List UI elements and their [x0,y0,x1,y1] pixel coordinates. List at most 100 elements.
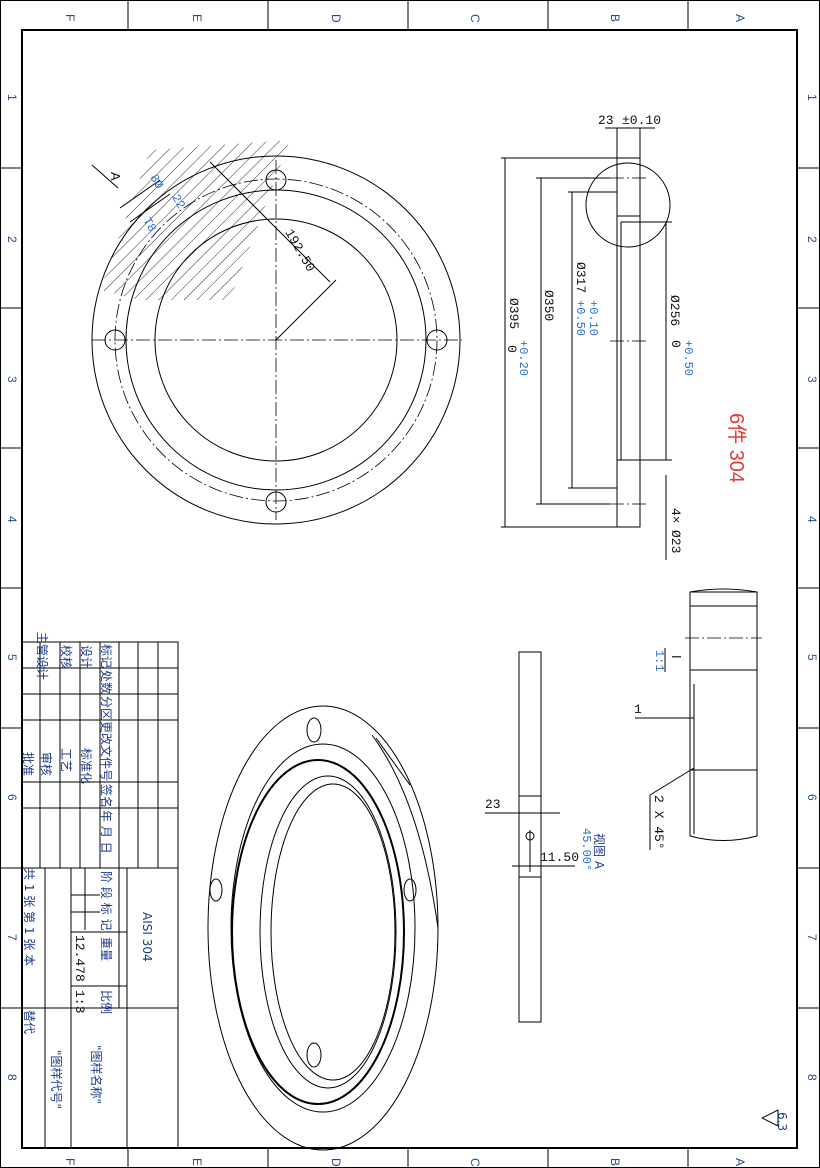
tb-mark: 标记 [99,644,113,668]
zone-row-label: 3 [5,376,19,383]
tb-chief-design: 主管设计 [35,632,50,680]
detail-callout-circle [585,162,671,248]
surface-roughness-symbol: 6.3 [761,1109,789,1131]
zone-col-label: D [329,1158,343,1167]
zone-row-label: 4 [805,516,819,523]
title-block: 标记 处数 分区 更改文件号 签名 年 月 日 设计 标准化 校核 工艺 主管设… [21,632,179,1149]
zone-col-label: E [190,14,204,22]
side-width-dim: 23 [485,797,501,812]
d317-tol-upper: +0.50 [573,300,587,336]
zone-row-labels-left: 1 2 3 4 5 6 7 8 [5,94,19,1081]
zone-row-label: 6 [805,794,819,801]
zone-row-label: 5 [805,654,819,661]
roughness-value: 6.3 [775,1112,789,1131]
tb-check: 校核 [59,645,74,669]
d395-tol-upper: +0.20 [516,340,530,376]
zone-row-label: 1 [805,94,819,101]
tb-weight: 12.478 [72,935,87,982]
tb-replace: 替代 [22,1010,36,1034]
section-arrow [91,164,119,189]
tb-design: 设计 [79,645,93,669]
zone-row-label: 2 [805,236,819,243]
hole-count: 4× [668,508,683,524]
flange-section-view: 23 ±0.10 Ø395 +0.20 0 Ø350 Ø317 +0.50 +0… [501,113,695,560]
tb-date: 年 月 日 [99,810,113,854]
bolt-hole [403,878,417,902]
detail-scale: 1:1 [652,650,666,672]
zone-col-label: A [733,14,747,22]
flange-side-view: 23 11.50 视图 A 45.00° [485,651,607,1023]
zone-row-label: 3 [805,376,819,383]
hole-dim: T8 [140,215,159,234]
bolt-hole [426,329,448,351]
tb-sign: 签名 [99,784,114,808]
d256-tol-upper: +0.50 [681,340,695,376]
material-note: 6件 304 [725,413,748,483]
thread-dim: 8Ø [147,172,166,191]
tb-scale: 1:3 [72,990,87,1013]
tb-standardization: 标准化 [79,748,93,784]
view-label: 视图 A [592,833,607,870]
tb-material: AISI 304 [140,912,154,962]
tb-process: 工艺 [59,748,73,772]
tb-drawing-code: "图样代号" [49,1050,64,1109]
tb-count: 处数 [99,670,114,694]
d350-dim: Ø350 [541,290,556,321]
zone-col-label: C [468,1158,482,1167]
tb-drawing-name: "图样名称" [89,1045,104,1104]
detail-view: I 1:1 1 2 X 45° [634,588,762,850]
step-dim: 1 [634,702,642,717]
detail-scale-top: I [669,655,684,659]
bolt-hole [265,491,287,513]
zone-row-label: 8 [805,1074,819,1081]
zone-col-label: E [190,1158,204,1166]
bolt-hole [104,329,126,351]
zone-row-label: 7 [805,934,819,941]
zone-col-label: F [63,1158,77,1165]
thickness-dim: 23 [598,113,614,128]
zone-col-label: B [608,1158,622,1166]
radius-dimension: 192.50 [282,227,318,275]
tb-scale-label: 比例 [99,990,113,1014]
bolt-hole [306,1042,322,1068]
d395-tol-lower: 0 [504,345,519,353]
zone-column-labels-top: F E D C B A [63,14,747,23]
side-offset-dim: 11.50 [540,850,579,865]
zone-col-label: C [468,14,482,23]
tb-approve: 批准 [21,752,36,776]
zone-col-label: A [733,1158,747,1166]
zone-row-label: 8 [5,1074,19,1081]
chamfer-dim: 2 X 45° [651,795,666,850]
d317-tol-lower: +0.10 [586,300,600,336]
zone-row-label: 7 [5,934,19,941]
bolt-hole [209,878,223,902]
zone-col-label: D [329,14,343,23]
tb-zone: 分区 [99,696,113,720]
zone-row-label: 1 [5,94,19,101]
tb-stage-mark: 阶 段 标 记 [99,871,114,930]
zone-col-label: F [63,14,77,21]
zone-row-label: 5 [5,654,19,661]
tb-weight-label: 重量 [99,937,113,961]
d395-dim: Ø395 [506,298,521,329]
bolt-hole [265,169,287,191]
zone-row-label: 2 [5,236,19,243]
tb-sheets: 共 1 张 第 1 张 本 [22,868,36,966]
section-marker: A [108,172,123,181]
tb-change-doc: 更改文件号 [99,721,114,781]
zone-row-labels-right: 1 2 3 4 5 6 7 8 [805,94,819,1081]
flange-front-view: 192.50 A 8Ø 22 T8 [91,140,462,525]
zone-row-label: 6 [5,794,19,801]
d317-dim: Ø317 [573,262,588,293]
flange-isometric-view [207,705,439,1151]
d256-tol-lower: 0 [668,340,683,348]
zone-column-labels-bottom: F E D C B A [63,1158,747,1167]
tb-review: 审核 [39,752,54,776]
thickness-tolerance: ±0.10 [622,113,661,128]
zone-row-label: 4 [5,516,19,523]
bolt-hole [306,717,322,743]
hole-diameter: Ø23 [668,530,683,553]
zone-col-label: B [608,14,622,22]
view-angle: 45.00° [579,828,593,871]
